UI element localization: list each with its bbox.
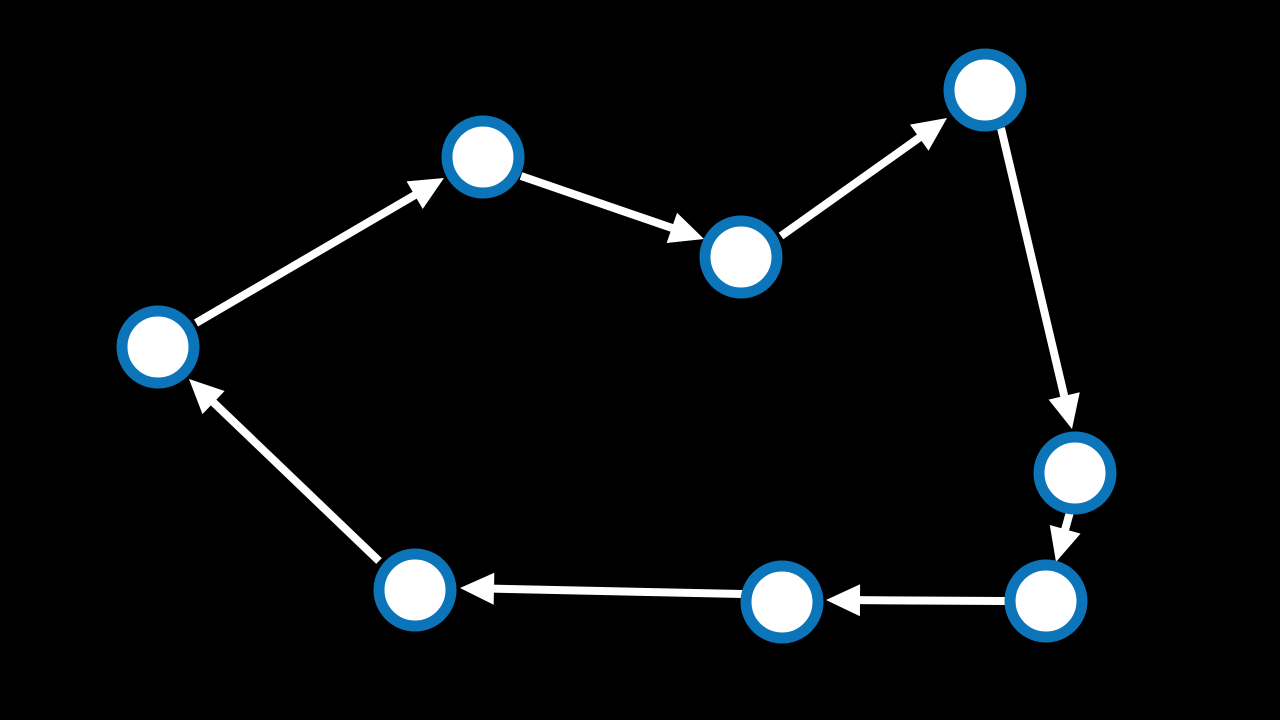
nodes-layer (116, 48, 1117, 644)
graph-node[interactable] (441, 115, 525, 199)
edge-arrowhead-icon (1049, 524, 1081, 562)
graph-node[interactable] (1004, 559, 1088, 643)
edge-line (997, 127, 1069, 399)
graph-edge[interactable] (519, 172, 704, 244)
edges-layer (189, 118, 1081, 617)
graph-node[interactable] (116, 305, 200, 389)
edge-arrowhead-icon (1048, 392, 1080, 429)
graph-edge[interactable] (826, 584, 1006, 617)
edge-line (209, 398, 382, 564)
edge-arrowhead-icon (826, 584, 861, 617)
node-circle[interactable] (943, 48, 1027, 132)
node-circle[interactable] (740, 560, 824, 644)
graph-edge[interactable] (1049, 510, 1081, 562)
graph-node[interactable] (373, 548, 457, 632)
edge-line (1060, 510, 1074, 533)
graph-node[interactable] (699, 215, 783, 299)
graph-edge[interactable] (778, 118, 947, 240)
graph-edge[interactable] (997, 127, 1080, 429)
edge-line (193, 190, 419, 327)
edge-line (778, 133, 924, 240)
edge-arrowhead-icon (910, 118, 947, 151)
edge-line (519, 172, 676, 233)
graph-node[interactable] (740, 560, 824, 644)
node-circle[interactable] (441, 115, 525, 199)
edge-line (857, 596, 1006, 605)
edge-arrowhead-icon (666, 212, 704, 244)
node-circle[interactable] (1004, 559, 1088, 643)
graph-edge[interactable] (193, 178, 444, 327)
node-circle[interactable] (1033, 431, 1117, 515)
edge-arrowhead-icon (406, 178, 444, 209)
graph-edge[interactable] (460, 572, 744, 605)
graph-node[interactable] (943, 48, 1027, 132)
graph-node[interactable] (1033, 431, 1117, 515)
node-circle[interactable] (116, 305, 200, 389)
node-circle[interactable] (699, 215, 783, 299)
edge-arrowhead-icon (460, 572, 495, 605)
graph-edge[interactable] (189, 379, 382, 564)
node-circle[interactable] (373, 548, 457, 632)
edge-arrowhead-icon (189, 379, 225, 415)
edge-line (491, 584, 744, 598)
